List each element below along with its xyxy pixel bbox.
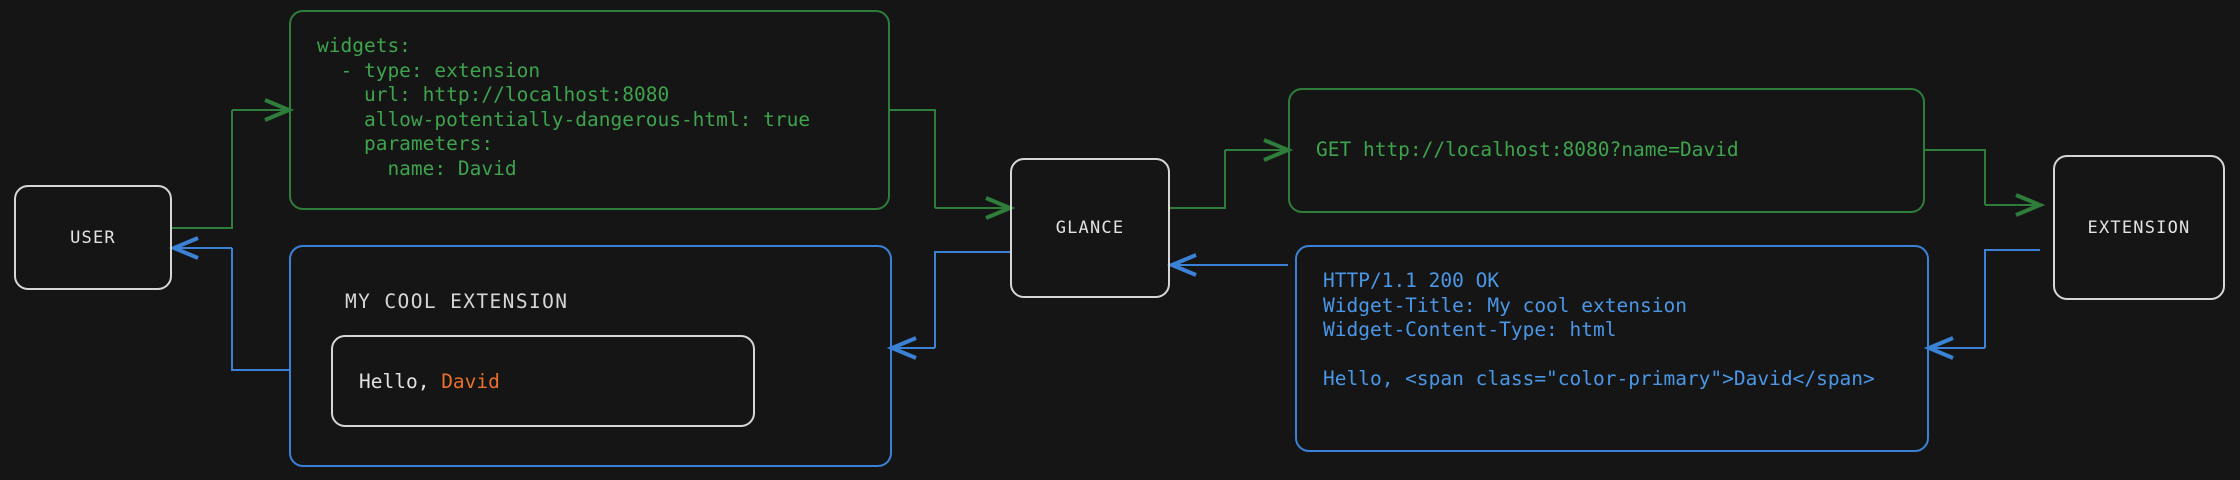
node-user-label: USER <box>70 227 116 248</box>
connector-extension-to-response <box>1923 249 2040 360</box>
rendered-widget-greeting-name: David <box>441 369 500 393</box>
yaml-config-box[interactable]: widgets: - type: extension url: http://l… <box>289 10 890 210</box>
rendered-widget-greeting: Hello, David <box>359 370 500 393</box>
connector-user-to-config <box>172 98 295 229</box>
rendered-widget-title: MY COOL EXTENSION <box>345 290 569 313</box>
connector-request-to-extension <box>1925 149 2046 217</box>
rendered-widget-box[interactable] <box>289 245 892 467</box>
http-response-box[interactable]: HTTP/1.1 200 OK Widget-Title: My cool ex… <box>1295 245 1929 452</box>
http-request-box[interactable]: GET http://localhost:8080?name=David <box>1288 88 1925 213</box>
connector-glance-to-widget <box>886 251 1010 360</box>
node-extension[interactable]: EXTENSION <box>2053 155 2225 300</box>
http-response-text: HTTP/1.1 200 OK Widget-Title: My cool ex… <box>1323 269 1875 390</box>
rendered-widget-body: Hello, David <box>331 335 755 427</box>
rendered-widget-greeting-prefix: Hello, <box>359 369 442 393</box>
node-user[interactable]: USER <box>14 185 172 290</box>
http-request-text: GET http://localhost:8080?name=David <box>1316 138 1739 162</box>
yaml-config-text: widgets: - type: extension url: http://l… <box>317 34 811 180</box>
node-glance-label: GLANCE <box>1055 218 1125 238</box>
connector-glance-to-request <box>1170 138 1294 209</box>
node-extension-label: EXTENSION <box>2087 217 2191 238</box>
node-glance[interactable]: GLANCE <box>1010 158 1170 298</box>
connector-config-to-glance <box>890 109 1016 220</box>
connector-widget-to-user <box>168 236 289 371</box>
